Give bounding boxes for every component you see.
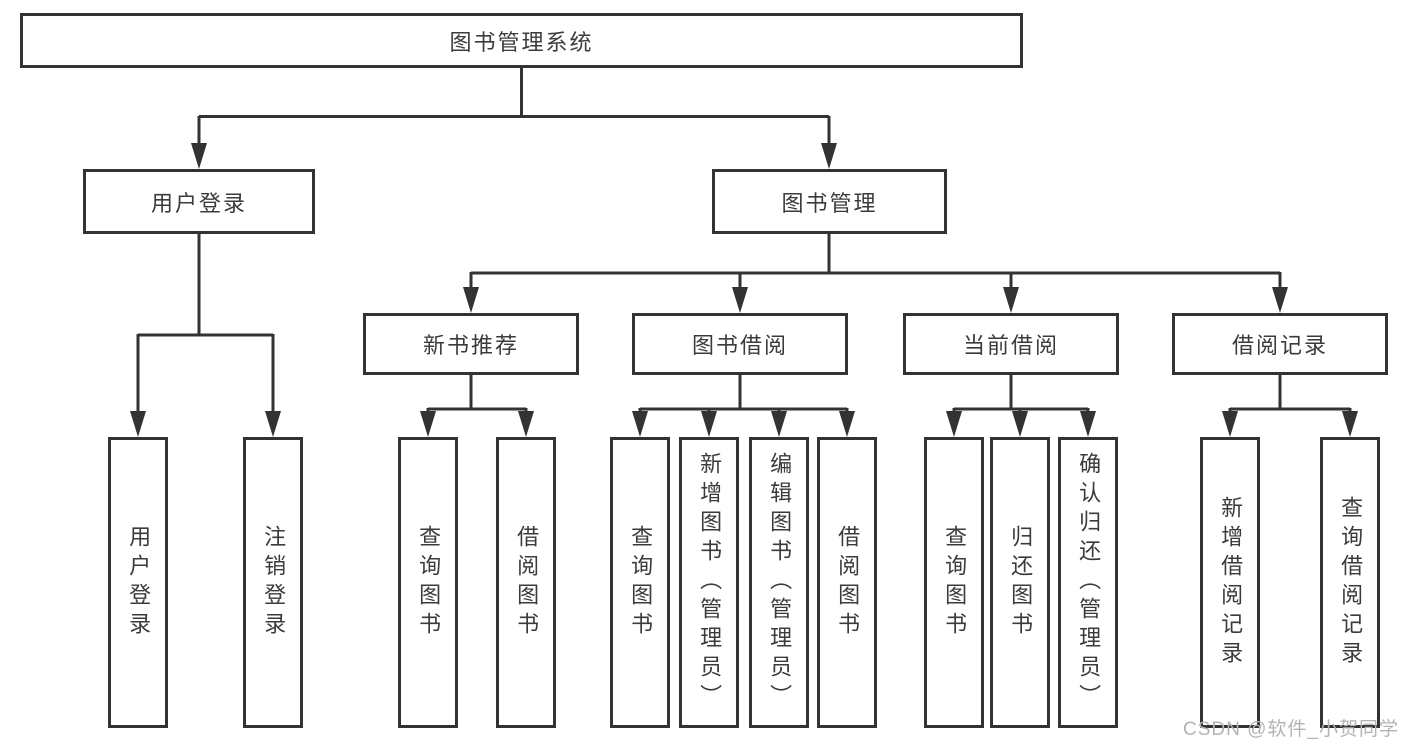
leaf-confirm-return-admin-label: 确认归还（管理员） [1076, 452, 1102, 713]
leaf-borrow-books-recommend: 借阅图书 [496, 437, 556, 728]
csdn-watermark: CSDN @软件_小贺同学 [1183, 719, 1399, 740]
leaf-query-books-current: 查询图书 [924, 437, 984, 728]
leaf-user-login-label: 用户登录 [126, 524, 152, 641]
leaf-query-books-current-label: 查询图书 [942, 524, 968, 641]
leaf-edit-book-admin-label: 编辑图书（管理员） [767, 452, 793, 713]
leaf-borrow-books-recommend-label: 借阅图书 [514, 524, 540, 641]
leaf-logout-label: 注销登录 [261, 524, 287, 641]
leaf-query-books-borrow: 查询图书 [610, 437, 670, 728]
node-library-management-system: 图书管理系统 [20, 13, 1023, 68]
leaf-logout: 注销登录 [243, 437, 303, 728]
leaf-edit-book-admin: 编辑图书（管理员） [749, 437, 809, 728]
leaf-borrow-books: 借阅图书 [817, 437, 877, 728]
node-new-book-recommend: 新书推荐 [363, 313, 579, 375]
leaf-add-borrow-record-label: 新增借阅记录 [1218, 495, 1244, 670]
leaf-user-login: 用户登录 [108, 437, 168, 728]
leaf-add-borrow-record: 新增借阅记录 [1200, 437, 1260, 728]
node-user-login: 用户登录 [83, 169, 315, 234]
node-borrow-records: 借阅记录 [1172, 313, 1388, 375]
leaf-return-book-label: 归还图书 [1008, 524, 1034, 641]
leaf-confirm-return-admin: 确认归还（管理员） [1058, 437, 1118, 728]
leaf-add-book-admin: 新增图书（管理员） [679, 437, 739, 728]
node-current-borrow: 当前借阅 [903, 313, 1119, 375]
leaf-borrow-books-label: 借阅图书 [835, 524, 861, 641]
node-book-management: 图书管理 [712, 169, 947, 234]
leaf-query-borrow-record-label: 查询借阅记录 [1338, 495, 1364, 670]
leaf-query-books-recommend-label: 查询图书 [416, 524, 442, 641]
leaf-query-books-recommend: 查询图书 [398, 437, 458, 728]
leaf-add-book-admin-label: 新增图书（管理员） [697, 452, 723, 713]
node-book-borrow: 图书借阅 [632, 313, 848, 375]
leaf-return-book: 归还图书 [990, 437, 1050, 728]
leaf-query-borrow-record: 查询借阅记录 [1320, 437, 1380, 728]
leaf-query-books-borrow-label: 查询图书 [628, 524, 654, 641]
